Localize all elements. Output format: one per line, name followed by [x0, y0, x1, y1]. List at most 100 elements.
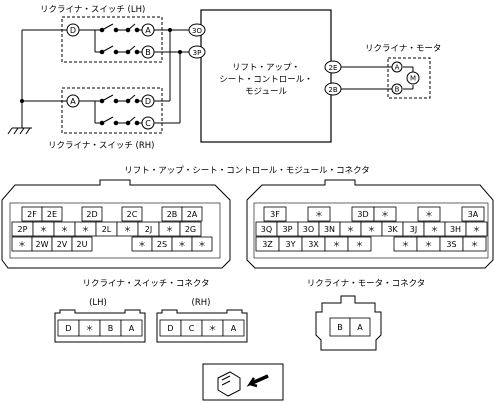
connector-pin-label: 3D — [357, 210, 368, 219]
lh-switch-title: リクライナ・スイッチ (LH) — [40, 5, 145, 15]
connector-pin-label: 2J — [145, 225, 152, 234]
connector-pin-label: 2G — [185, 225, 196, 234]
connector-pin-label: ＊ — [368, 225, 376, 234]
connector-pin-cell — [462, 236, 487, 252]
junction-3p — [178, 50, 182, 54]
svg-text:A: A — [145, 26, 151, 35]
connector-pin-label: ＊ — [138, 240, 146, 249]
svg-text:2B: 2B — [328, 86, 337, 94]
connector-pin-label: 3Q — [261, 225, 272, 234]
connector-pin-label: 3Z — [262, 240, 273, 249]
connector-pin-cell — [222, 319, 245, 337]
rh-switch-box — [61, 87, 163, 134]
connector-pin-cell — [373, 206, 397, 222]
module-pin-2e: 2E — [324, 60, 342, 74]
connector-pin-label: ＊ — [209, 324, 217, 333]
rh-switch-contacts — [79, 94, 142, 126]
connector-pin-label: 2V — [57, 240, 68, 249]
connector-pin-cell — [179, 221, 202, 237]
connector-pin-label: ＊ — [124, 225, 132, 234]
connector-pin-label: 2U — [77, 240, 88, 249]
connector-pin-label: 3O — [303, 225, 314, 234]
connector-pin-label: 3K — [387, 225, 398, 234]
junction-3o — [168, 28, 172, 32]
module-label-line3: モジュール — [245, 87, 287, 97]
connector-pin-cell — [71, 236, 93, 252]
connector-pin-cell — [41, 206, 63, 222]
connector-pin-label: ＊ — [356, 240, 364, 249]
connector-pin-label: ＊ — [381, 210, 389, 219]
connector-pin-label: 2F — [27, 210, 37, 219]
connector-pin-label: ＊ — [61, 225, 69, 234]
svg-text:B: B — [145, 48, 151, 57]
svg-text:B: B — [395, 86, 400, 94]
connector-pin-label: 2L — [102, 225, 112, 234]
svg-text:M: M — [410, 75, 416, 83]
motor-connector-title: リクライナ・モータ・コネクタ — [307, 279, 426, 289]
module-pin-2b: 2B — [324, 82, 342, 96]
module-label-line1: リフト・アップ・ — [232, 63, 300, 73]
svg-text:D: D — [145, 97, 151, 106]
connector-pin-label: ＊ — [431, 225, 439, 234]
connector-pin-cell — [81, 206, 103, 222]
module-label-line2: シート・コントロール・ — [219, 75, 313, 85]
motor-pin-b: B — [391, 83, 403, 95]
connector-pin-label: ＊ — [315, 210, 323, 219]
rh-pin-c: C — [141, 116, 155, 130]
connector-pin-label: 3F — [270, 210, 280, 219]
connector-pin-label: 3H — [450, 225, 461, 234]
module-connector-right-inner — [253, 202, 489, 259]
connector-pin-label: ＊ — [471, 240, 479, 249]
connector-pin-label: 3X — [308, 240, 319, 249]
lh-pin-a: A — [141, 23, 155, 37]
module-connector-right-row1: 3F ＊ 3D ＊ ＊ 3A — [263, 206, 485, 222]
module-pin-3o: 3O — [188, 23, 206, 37]
rh-switch-connector-cells: D C ＊ A — [159, 319, 245, 337]
svg-text:3O: 3O — [192, 27, 202, 35]
connector-pin-cell — [263, 206, 287, 222]
ground-junction — [20, 99, 24, 103]
connector-pin-label: ＊ — [402, 240, 410, 249]
connector-pin-label: ＊ — [40, 225, 48, 234]
module-box — [200, 9, 332, 143]
connector-pin-cell — [347, 236, 372, 252]
connector-pin-label: B — [108, 324, 114, 333]
connector-pin-label: ＊ — [333, 240, 341, 249]
connector-pin-label: D — [167, 324, 173, 333]
svg-text:A: A — [70, 97, 76, 106]
lh-switch-contacts — [79, 23, 142, 55]
connector-pin-label: ＊ — [425, 210, 433, 219]
connector-pin-label: A — [231, 324, 237, 333]
module-to-motor-wiring — [341, 66, 414, 90]
connector-pin-label: B — [337, 323, 343, 332]
connector-pin-label: 2B — [167, 210, 178, 219]
connector-pin-label: A — [129, 324, 135, 333]
connector-pin-label: D — [65, 324, 71, 333]
rh-pin-a: A — [66, 94, 80, 108]
rh-connector-label: (RH) — [192, 298, 211, 308]
connector-pin-label: 2P — [18, 225, 28, 234]
connector-pin-cell — [121, 206, 143, 222]
connector-pin-label: C — [189, 324, 195, 333]
connector-pin-label: ＊ — [347, 225, 355, 234]
lh-connector-label: (LH) — [89, 298, 107, 308]
connector-pin-cell — [191, 236, 213, 252]
switch-connector-title: リクライナ・スイッチ・コネクタ — [83, 279, 210, 289]
lh-switch-box — [61, 16, 163, 63]
rh-switch-title: リクライナ・スイッチ (RH) — [48, 141, 154, 151]
connector-pin-label: ＊ — [425, 240, 433, 249]
connector-pin-label: 3A — [468, 210, 479, 219]
connector-pin-label: 3J — [410, 225, 417, 234]
ground-wiring — [7, 29, 67, 135]
connector-pin-label: 3N — [324, 225, 335, 234]
module-pin-3p: 3P — [188, 45, 206, 59]
switch-to-module-wiring — [154, 29, 189, 124]
connector-pin-label: A — [357, 323, 363, 332]
connector-pin-label: ＊ — [82, 225, 90, 234]
connector-pin-label: 3Y — [286, 240, 296, 249]
